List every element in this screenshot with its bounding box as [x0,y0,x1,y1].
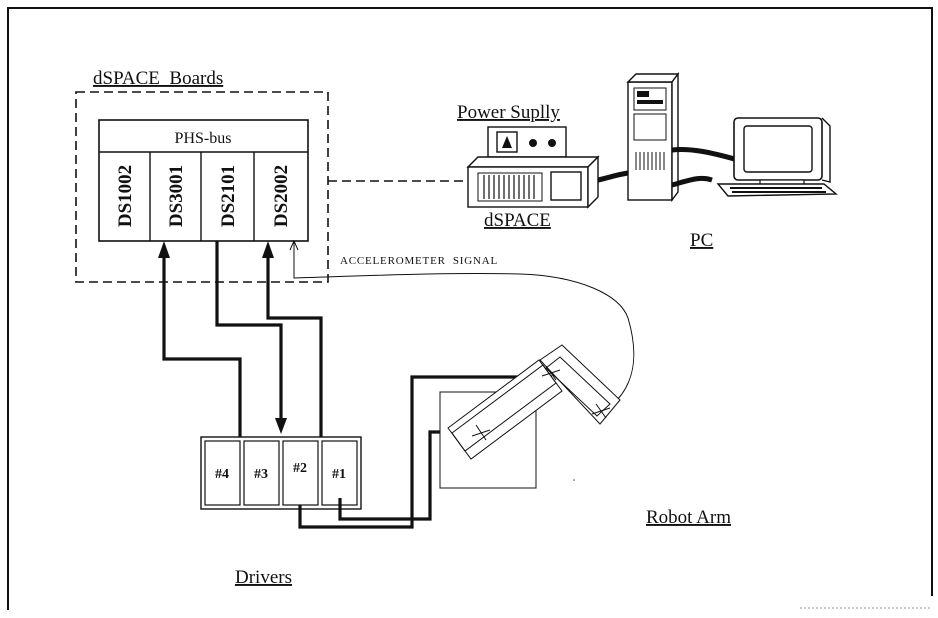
drivers-unit [200,436,362,510]
driver-slot [321,440,358,506]
dspace-label: dSPACE [484,210,551,231]
accelerometer-signal-label: ACCELEROMETER SIGNAL [340,255,498,267]
wire-ds3001-driver4 [162,250,242,438]
wire-ds2101-driver2 [215,241,283,418]
robot-arm [439,344,621,489]
monitor [733,117,831,187]
driver-2-label: #2 [293,461,307,476]
accelerometer-signal-wire [293,241,635,406]
speck [573,479,575,481]
wire-ds2002-driver1 [266,250,323,438]
board-ds2101-label: DS2101 [218,165,239,227]
driver-slot [204,440,241,506]
robot-joint-marks [471,365,611,441]
phs-bus-label: PHS-bus [175,130,232,147]
board-ds1002-label: DS1002 [115,165,136,227]
pc-keyboard-cable [671,175,713,188]
robot-arm-label: Robot Arm [646,507,731,528]
board-ds2002-label: DS2002 [271,165,292,227]
driver-slot [282,440,319,506]
driver-slot [243,440,280,506]
wire-driver2-arm [298,375,552,529]
knob-icon [529,139,537,147]
dspace-boards-label: dSPACE Boards [93,68,223,89]
outer-frame [7,7,933,610]
dspace-pc-cable [597,170,629,183]
power-supply-unit [487,126,567,158]
pc-label: PC [690,230,713,251]
accelerometer-arrowhead [289,239,299,251]
arrowhead-down [275,418,287,434]
board-ds3001-label: DS3001 [166,165,187,227]
dspace-boards-enclosure [75,91,329,283]
knob-icon [548,139,556,147]
driver-3-label: #3 [254,467,268,482]
board-rack [98,119,309,242]
driver-1-label: #1 [332,467,346,482]
driver-4-label: #4 [215,467,229,482]
keyboard [716,183,838,197]
arrowhead-up [158,241,170,258]
pc-tower [626,71,680,203]
board-driver-wiring [162,241,323,438]
arrowhead-up [262,241,274,258]
dspace-unit [466,155,600,209]
power-supply-label: Power Suplly [457,102,560,123]
pc-monitor-cable [671,147,739,163]
drivers-label: Drivers [235,567,292,588]
robot-link-2 [539,344,621,425]
